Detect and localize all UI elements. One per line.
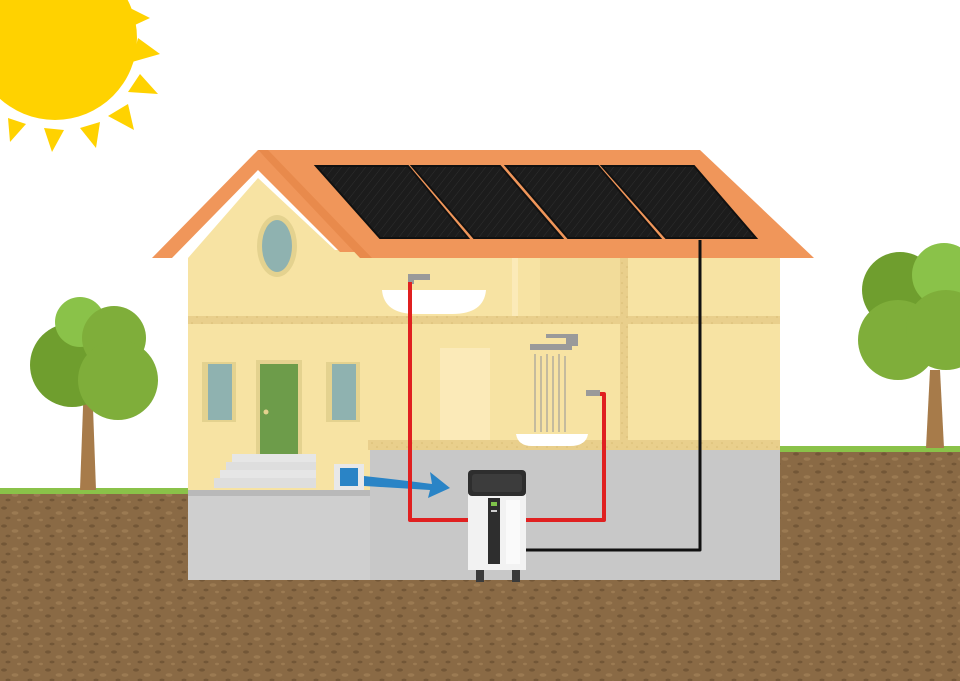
hot-water-pipe (408, 282, 470, 522)
tree-left (30, 297, 158, 490)
pipes (408, 240, 702, 552)
solar-panels (313, 165, 759, 239)
sun (0, 0, 160, 152)
heat-pump-unit (468, 470, 526, 582)
hot-water-pipe-shower (524, 392, 606, 522)
tree-right (858, 243, 960, 448)
solar-cable (524, 240, 702, 552)
basement (188, 448, 780, 580)
air-intake-arrow (364, 472, 450, 498)
shower (516, 334, 600, 446)
